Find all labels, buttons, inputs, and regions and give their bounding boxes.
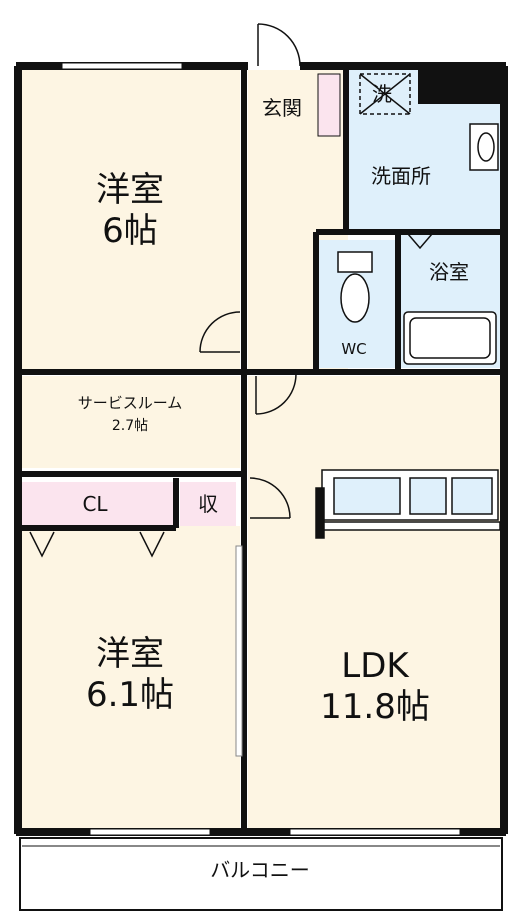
shoe-cabinet <box>317 73 341 137</box>
ldk-size: 11.8帖 <box>320 686 430 727</box>
toilet-label: WC <box>341 340 367 358</box>
service-room-label: サービスルーム 2.7帖 <box>30 394 230 434</box>
western-room-2-size: 6.1帖 <box>85 674 175 715</box>
toilet-fixture <box>337 251 373 323</box>
ldk-floor <box>248 376 500 828</box>
entrance-label: 玄関 <box>262 96 302 120</box>
service-room-name: サービスルーム <box>77 394 183 412</box>
western-room-2-name: 洋室 <box>96 634 164 674</box>
window-marks <box>61 62 461 836</box>
washroom-label: 洗面所 <box>371 164 431 188</box>
corner-column <box>418 62 506 104</box>
interior-walls <box>18 66 504 832</box>
washer-pan <box>359 73 411 115</box>
ldk-label: LDK 11.8帖 <box>290 646 460 728</box>
western-room-2-floor <box>22 526 240 828</box>
bathroom-label: 浴室 <box>429 260 469 284</box>
service-room-floor <box>22 376 240 468</box>
entrance-door <box>257 23 301 67</box>
western-room-2-label: 洋室 6.1帖 <box>50 634 210 716</box>
balcony-floor <box>19 837 503 911</box>
washer-label: 洗 <box>372 82 392 106</box>
closet-floor <box>22 482 174 526</box>
ldk-name: LDK <box>341 646 409 686</box>
storage-floor <box>180 482 236 526</box>
balcony-label: バルコニー <box>210 858 310 882</box>
vanity-sink <box>469 123 499 171</box>
western-room-1-name: 洋室 <box>96 170 164 210</box>
bathtub <box>403 311 497 365</box>
closet-door-marks <box>29 531 165 558</box>
western-room-1-label: 洋室 6帖 <box>60 170 200 252</box>
sliding-door <box>235 545 243 757</box>
service-room-size: 2.7帖 <box>111 418 149 434</box>
closet-label: CL <box>82 492 108 516</box>
western-room-1-floor <box>22 70 240 370</box>
door-swings <box>199 233 433 519</box>
kitchen-counter <box>315 469 501 539</box>
storage-label: 収 <box>198 492 218 516</box>
western-room-1-size: 6帖 <box>102 210 158 251</box>
